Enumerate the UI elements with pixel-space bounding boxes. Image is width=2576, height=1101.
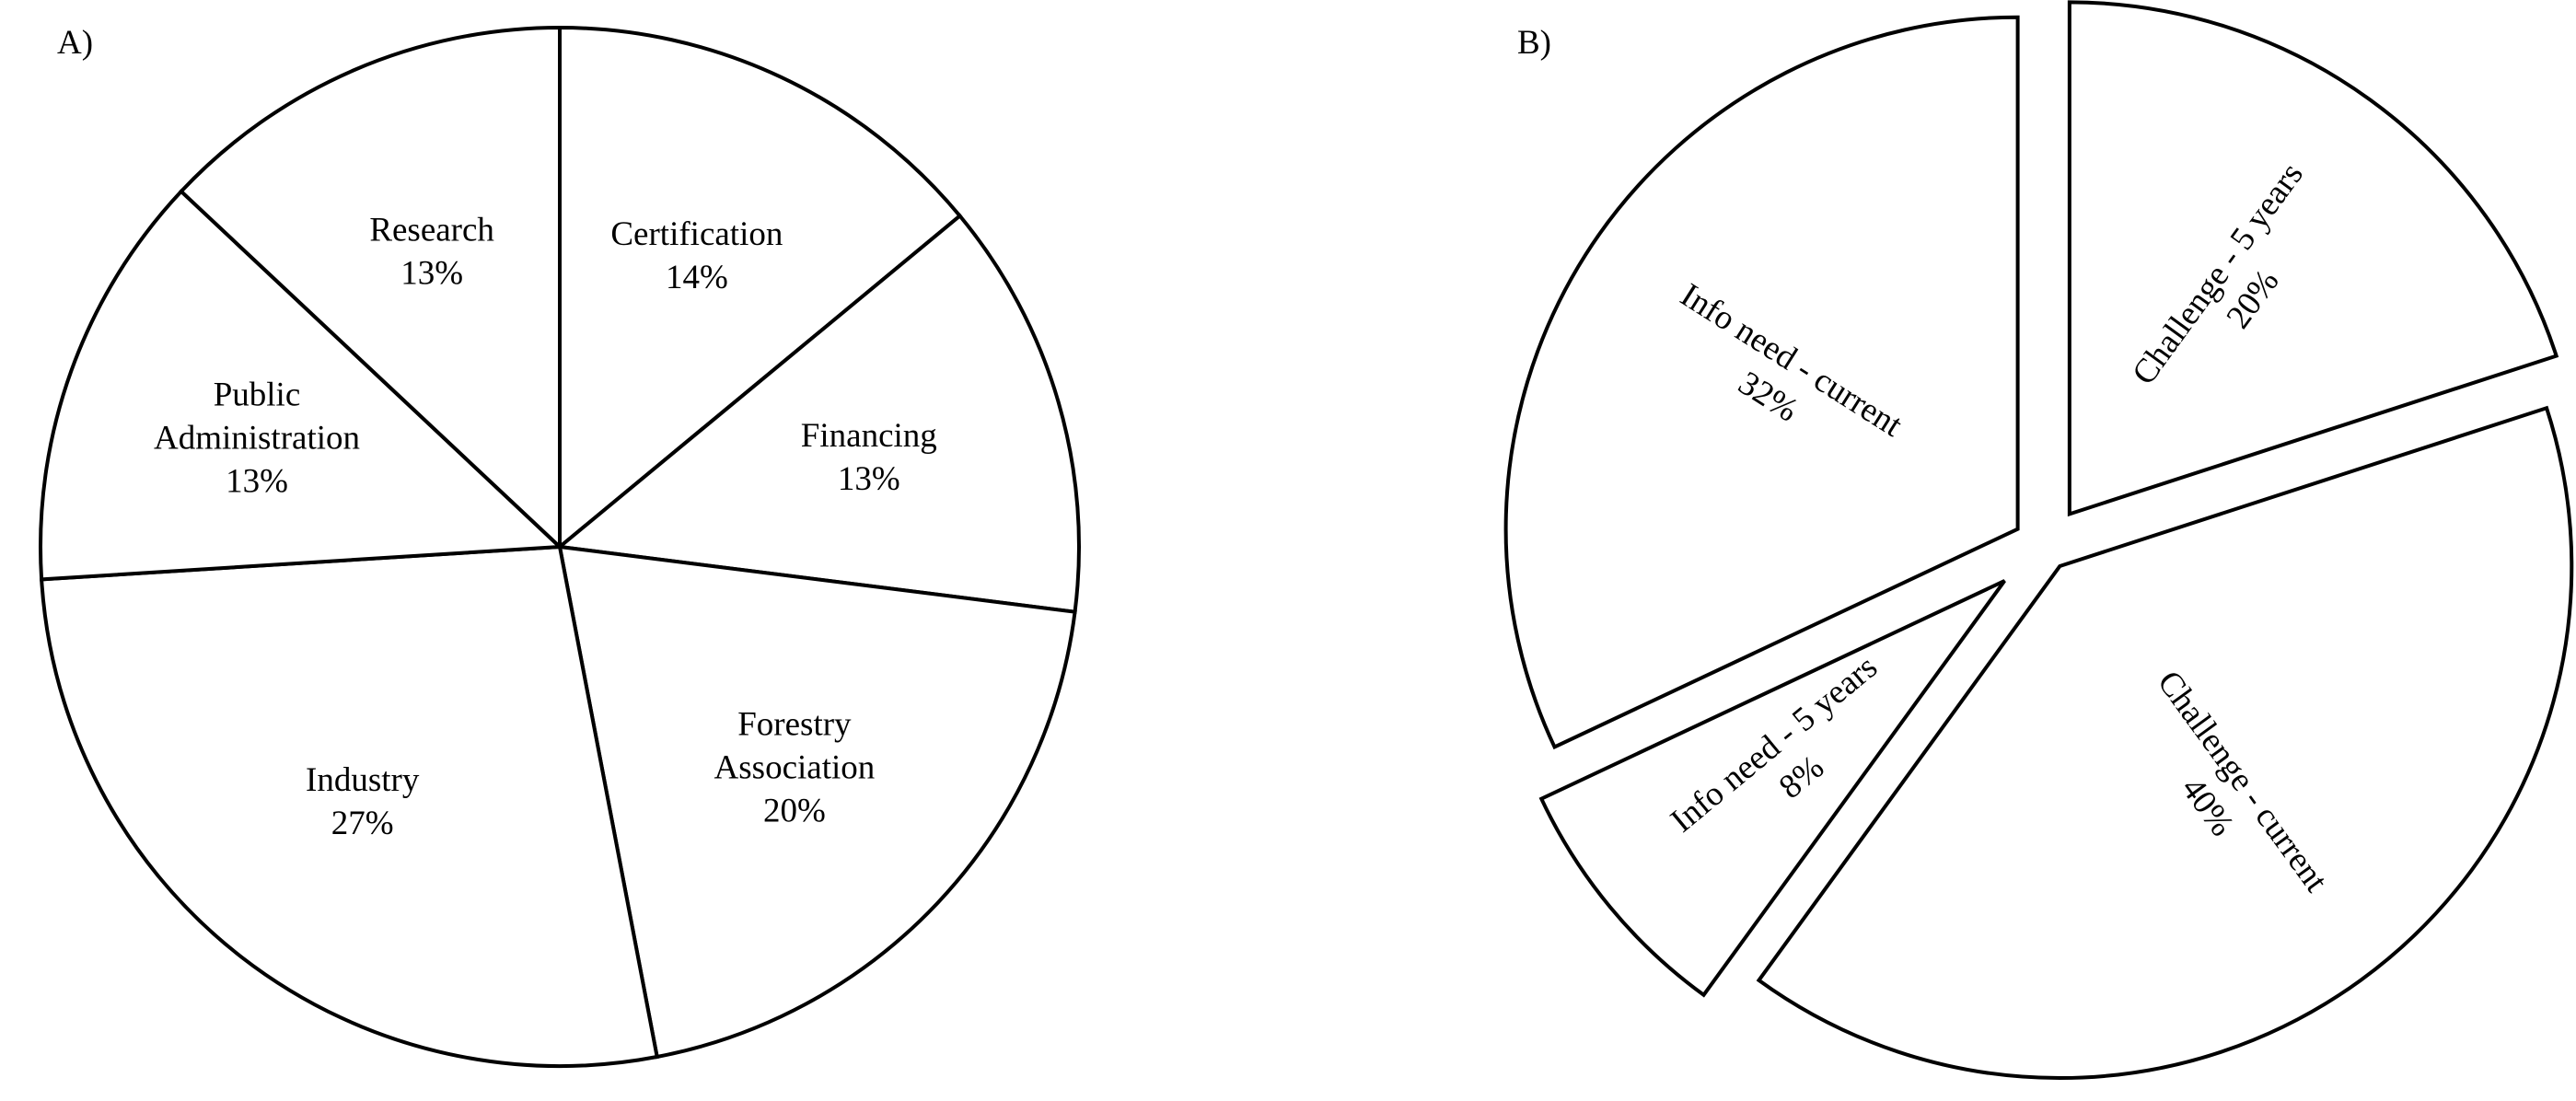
slice-label-text: Research xyxy=(369,212,494,249)
slice-percent: 20% xyxy=(763,792,826,829)
pie-chart-b: Challenge - 5 years20%Challenge - curren… xyxy=(1503,0,2574,1081)
slice-label-certification: Certification 14% xyxy=(610,215,783,296)
pie-slice-challenge-5-years xyxy=(2067,0,2559,517)
slice-percent: 27% xyxy=(331,805,394,842)
slice-percent: 13% xyxy=(226,463,288,501)
slice-percent: 14% xyxy=(666,259,728,296)
slice-percent: 13% xyxy=(838,460,900,498)
slice-label-research: Research 13% xyxy=(369,212,494,293)
pie-slice-public-administration xyxy=(39,189,564,582)
pie-slice-challenge-current xyxy=(1756,405,2574,1081)
panel-a-label: A) xyxy=(57,24,93,62)
slice-label-text: Public xyxy=(214,377,301,414)
slice-label-text: Association xyxy=(714,748,876,786)
pie-slice-industry xyxy=(39,544,660,1068)
pie-slice-certification xyxy=(558,25,963,551)
slice-label-industry: Industry 27% xyxy=(306,761,420,842)
pie-slice-forestry-association xyxy=(557,544,1077,1060)
slice-label-text: Forestry xyxy=(737,705,852,743)
slice-percent: 13% xyxy=(400,255,463,293)
pie-slice-info-need-5-years xyxy=(1538,579,2006,998)
pie-slice-research xyxy=(179,25,562,551)
slice-label-text: Administration xyxy=(154,420,360,458)
slice-label-text: Industry xyxy=(306,761,420,799)
pie-slice-info-need-current xyxy=(1503,15,2020,750)
slice-label-text: Financing xyxy=(801,417,937,455)
slice-label-text: Certification xyxy=(610,215,783,253)
pie-slice-financing xyxy=(555,213,1081,614)
slice-label-financing: Financing 13% xyxy=(801,417,937,498)
panel-b-label: B) xyxy=(1517,24,1551,62)
